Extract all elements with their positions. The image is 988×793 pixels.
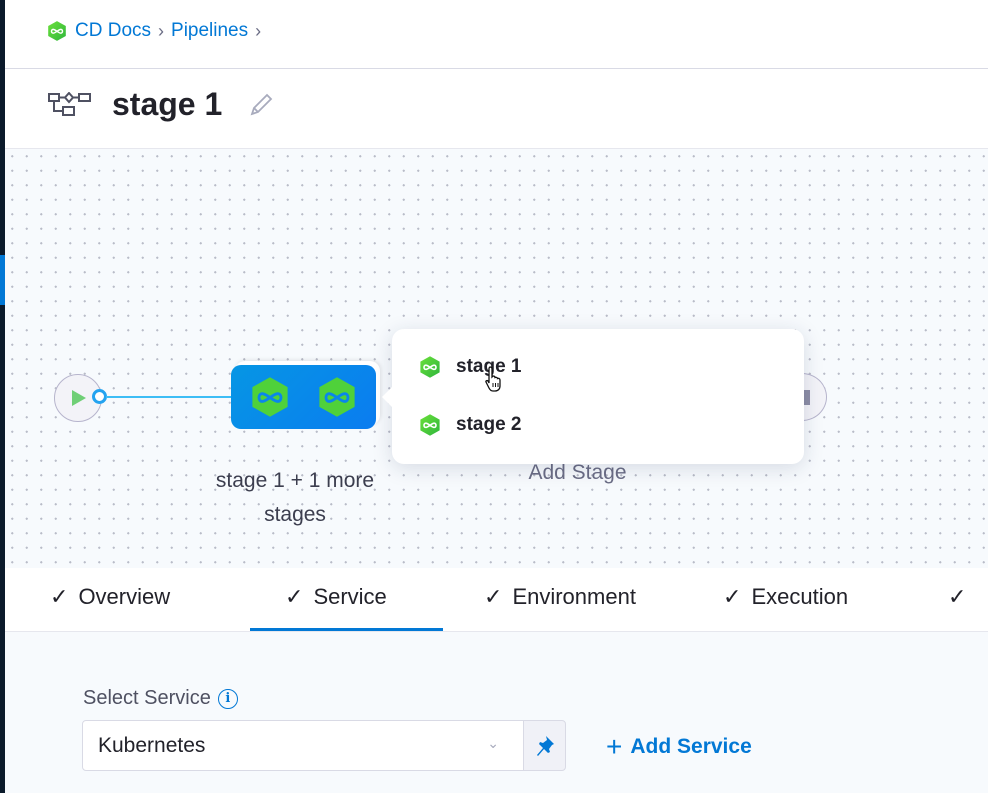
stage-tabs: ✓ Overview ✓ Service ✓ Environment ✓ Executi…	[5, 568, 988, 632]
stage-group-node[interactable]	[231, 365, 376, 429]
add-service-label: Add Service	[630, 735, 752, 758]
nav-rail	[0, 0, 5, 793]
start-port	[92, 389, 107, 404]
tab-overview[interactable]: ✓ Overview	[50, 584, 170, 610]
chevron-right-icon: ›	[158, 20, 165, 41]
pin-button[interactable]	[523, 720, 566, 771]
breadcrumb-project[interactable]: CD Docs	[75, 20, 152, 41]
deploy-stage-icon	[248, 375, 292, 419]
pipeline-start-node[interactable]	[54, 374, 102, 422]
breadcrumb-pipelines[interactable]: Pipelines	[171, 20, 249, 41]
check-icon: ✓	[723, 584, 742, 609]
tab-execution[interactable]: ✓ Execution	[723, 584, 848, 610]
popover-item-stage-2[interactable]: stage 2	[418, 413, 521, 437]
page-title: stage 1	[112, 86, 223, 122]
tab-label: Service	[313, 584, 387, 609]
connector-line	[106, 396, 232, 398]
tab-service[interactable]: ✓ Service	[285, 584, 387, 610]
select-service-label: Select Service i	[83, 687, 238, 710]
pipeline-icon	[48, 91, 91, 116]
tab-label: Overview	[78, 584, 171, 609]
edit-pencil-icon[interactable]	[248, 92, 274, 118]
check-icon: ✓	[285, 584, 304, 609]
divider	[5, 68, 988, 69]
add-service-button[interactable]: + Add Service	[606, 731, 752, 763]
tab-environment[interactable]: ✓ Environment	[484, 584, 636, 610]
deploy-stage-icon	[418, 413, 442, 437]
page-header: stage 1	[48, 86, 274, 123]
info-icon[interactable]: i	[217, 688, 238, 709]
stage-group-label: stage 1 + 1 more stages	[215, 469, 375, 526]
check-icon: ✓	[484, 584, 503, 609]
chevron-right-icon: ›	[255, 20, 262, 41]
check-icon: ✓	[948, 584, 967, 609]
stage-group-popover: stage 1 stage 2	[382, 329, 804, 464]
service-select-value: Kubernetes	[98, 733, 206, 757]
deploy-stage-icon	[315, 375, 359, 419]
popover-item-stage-1[interactable]: stage 1	[418, 355, 521, 379]
tab-advanced-partial[interactable]: ✓	[948, 584, 966, 610]
cd-module-icon	[46, 20, 68, 42]
check-icon: ✓	[50, 584, 69, 609]
tab-label: Environment	[512, 584, 636, 609]
label-text: Select Service	[83, 687, 211, 709]
deploy-stage-icon	[418, 355, 442, 379]
hand-cursor-icon	[485, 366, 501, 392]
add-stage-label[interactable]: Add Stage	[528, 461, 627, 484]
tab-label: Execution	[751, 584, 849, 609]
popover-item-label: stage 2	[456, 414, 522, 435]
breadcrumb: CD Docs › Pipelines ›	[46, 18, 261, 44]
nav-rail-active-indicator	[0, 255, 5, 305]
service-select[interactable]: Kubernetes ⌄	[82, 720, 524, 771]
plus-icon: +	[606, 731, 623, 762]
popover-item-label: stage 1	[456, 356, 522, 377]
pin-icon	[536, 735, 554, 756]
active-tab-indicator	[250, 628, 443, 631]
chevron-down-icon: ⌄	[487, 735, 499, 751]
